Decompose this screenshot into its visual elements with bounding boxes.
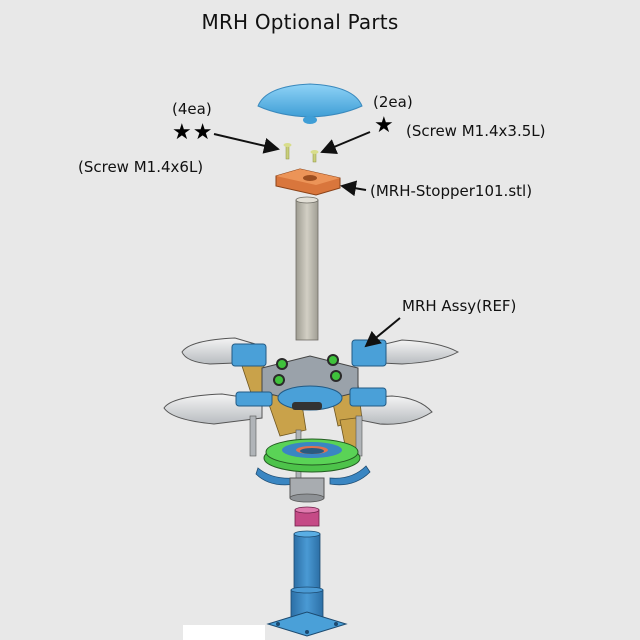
page-title: MRH Optional Parts [201,10,399,34]
star-icon-single: ★ [374,113,395,138]
mast-stand [266,530,348,637]
stopper-part [275,168,341,196]
stopper-label: (MRH-Stopper101.stl) [370,182,533,200]
canopy-part [257,83,363,124]
collar-part [294,506,320,527]
arrow-to-assy [364,317,401,348]
assy-label: MRH Assy(REF) [402,297,517,315]
screw-label-left: (Screw M1.4x6L) [78,158,204,176]
qty-label-left: (4ea) [172,100,212,118]
white-patch [183,625,265,640]
arrow-to-screw-right [320,131,371,154]
qty-label-right: (2ea) [373,93,413,111]
rotor-head-assembly [163,337,460,503]
star-icon-pair: ★★ [172,120,214,145]
screw-part [283,143,319,163]
main-shaft [295,196,319,341]
arrow-to-screw-left [213,133,280,154]
arrow-to-stopper [340,180,367,197]
screw-label-right: (Screw M1.4x3.5L) [406,122,546,140]
